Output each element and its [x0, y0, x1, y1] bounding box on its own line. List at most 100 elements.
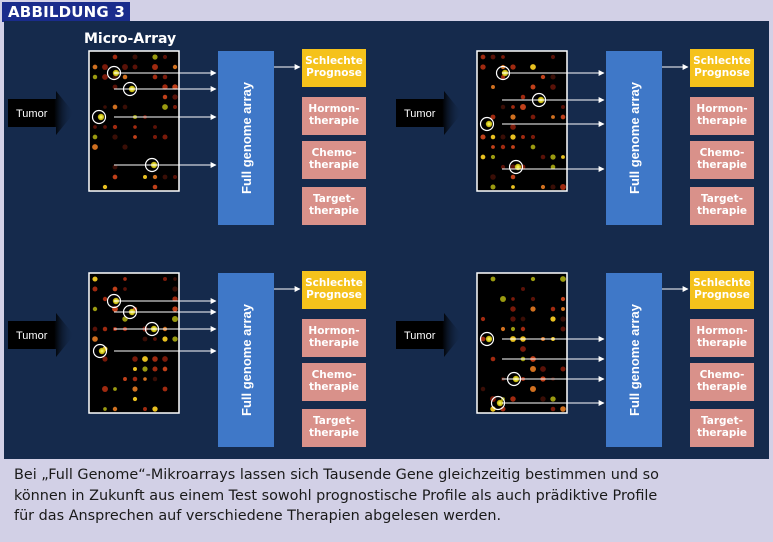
therapy-box: [690, 409, 754, 447]
array-spot: [123, 377, 127, 381]
array-spot: [142, 174, 148, 180]
array-spot: [530, 306, 536, 312]
array-spot: [530, 134, 536, 140]
microarray-grid: [88, 272, 180, 414]
prognosis-box: [690, 271, 754, 309]
array-spot: [480, 64, 486, 70]
array-spot: [490, 184, 496, 190]
array-spot: [510, 306, 516, 312]
array-spot: [521, 135, 525, 139]
array-spot: [122, 64, 128, 70]
outcome-label: therapie: [697, 205, 747, 217]
therapy-box: [690, 363, 754, 401]
array-spot: [162, 356, 168, 362]
full-genome-array-label: Full genome array: [239, 303, 254, 416]
outcome-label: Prognose: [306, 289, 362, 301]
array-spot: [112, 174, 118, 180]
array-spot: [112, 124, 118, 130]
array-spot: [132, 64, 138, 70]
array-spot: [491, 145, 495, 149]
array-spot: [480, 386, 486, 392]
array-spot: [560, 366, 566, 372]
array-spot: [550, 406, 556, 412]
array-spot: [152, 74, 158, 80]
outcome-label: Hormon-: [308, 103, 359, 115]
array-spot: [480, 54, 486, 60]
array-spot: [511, 185, 515, 189]
bright-spot: [485, 120, 493, 128]
array-spot: [480, 336, 486, 342]
array-spot: [133, 367, 137, 371]
array-spot: [490, 276, 496, 282]
outcome-label: therapie: [309, 115, 359, 127]
array-spot: [561, 155, 565, 159]
array-spot: [561, 307, 565, 311]
therapy-box: [302, 409, 366, 447]
array-spot: [142, 336, 148, 342]
spot-circle: [508, 159, 524, 175]
array-spot: [490, 54, 496, 60]
array-spot: [540, 74, 546, 80]
array-spot: [530, 276, 536, 282]
array-spot: [550, 396, 556, 402]
array-spot: [510, 64, 516, 70]
array-spot: [152, 376, 158, 382]
bright-spot: [98, 347, 106, 355]
array-spot: [162, 134, 168, 140]
full-genome-array-label: Full genome array: [627, 303, 642, 416]
outcome-label: therapie: [697, 381, 747, 393]
array-spot: [92, 276, 98, 282]
array-spot: [112, 406, 118, 412]
spot-circle: [479, 331, 495, 347]
full-genome-array-box: [218, 51, 274, 225]
array-spot: [162, 104, 168, 110]
array-spot: [560, 316, 566, 322]
outcome-label: Schlechte: [305, 277, 363, 289]
outcome-label: therapie: [697, 427, 747, 439]
array-spot: [511, 145, 515, 149]
array-spot: [122, 74, 128, 80]
array-spot: [550, 316, 556, 322]
array-spot: [152, 134, 158, 140]
array-spot: [92, 144, 98, 150]
array-spot: [162, 174, 168, 180]
array-spot: [122, 144, 128, 150]
array-spot: [173, 105, 177, 109]
therapy-box: [302, 319, 366, 357]
caption-line: können in Zukunft aus einem Test sowohl …: [14, 487, 658, 504]
array-spot: [510, 164, 516, 170]
array-spot: [511, 105, 515, 109]
array-spot: [560, 276, 566, 282]
full-genome-array-box: [606, 273, 662, 447]
bright-spot: [97, 113, 105, 121]
tumor-arrow: [396, 91, 462, 135]
microarray-grid: [476, 272, 568, 414]
array-spot: [92, 336, 98, 342]
array-spot: [530, 296, 536, 302]
outcome-label: Schlechte: [693, 55, 751, 67]
array-spot: [162, 54, 168, 60]
array-spot: [132, 386, 138, 392]
microarray-title: Micro-Array: [84, 31, 176, 47]
array-spot: [153, 125, 157, 129]
array-spot: [152, 356, 158, 362]
outcome-label: Target-: [701, 193, 743, 205]
array-spot: [112, 54, 118, 60]
array-spot: [510, 174, 516, 180]
outcome-label: therapie: [697, 159, 747, 171]
array-spot: [500, 144, 506, 150]
array-spot: [112, 164, 118, 170]
array-spot: [480, 316, 486, 322]
outcome-label: Schlechte: [693, 277, 751, 289]
array-spot: [92, 306, 98, 312]
spot-circle: [91, 109, 107, 125]
therapy-box: [302, 141, 366, 179]
array-spot: [530, 386, 536, 392]
outcome-label: Schlechte: [305, 55, 363, 67]
tumor-arrow: [8, 91, 74, 135]
array-spot: [123, 277, 127, 281]
array-spot: [560, 326, 566, 332]
